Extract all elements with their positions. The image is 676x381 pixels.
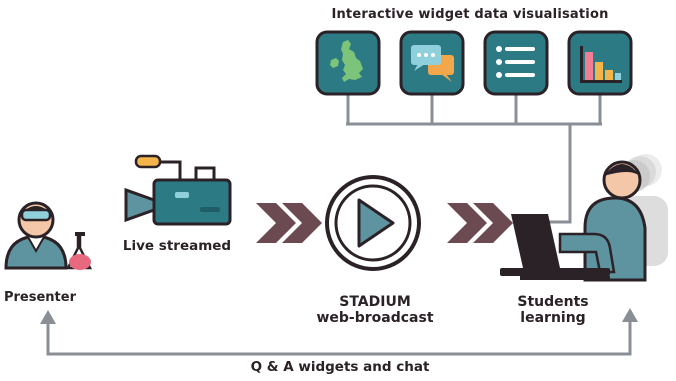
flow-chevrons-right bbox=[447, 203, 513, 243]
flow-chevrons-left bbox=[256, 203, 322, 243]
map-widget-icon bbox=[315, 30, 381, 96]
presenter-icon bbox=[4, 201, 93, 270]
widgets-title: Interactive widget data visualisation bbox=[331, 7, 609, 22]
feedback-label: Q & A widgets and chat bbox=[250, 359, 430, 375]
list-widget-icon bbox=[483, 30, 549, 96]
qa-feedback-arrow bbox=[40, 308, 638, 356]
students-label: Students learning bbox=[498, 294, 608, 326]
broadcast-label: STADIUM web-broadcast bbox=[300, 294, 450, 326]
broadcast-label-line2: web-broadcast bbox=[316, 310, 434, 327]
student-learning-icon bbox=[500, 154, 668, 282]
presenter-label: Presenter bbox=[3, 290, 76, 305]
play-button-icon bbox=[325, 175, 421, 271]
students-label-line1: Students bbox=[517, 294, 589, 310]
bar-chart-widget-icon bbox=[567, 30, 633, 96]
video-camera-icon bbox=[124, 154, 232, 226]
broadcast-label-line1: STADIUM bbox=[339, 294, 411, 310]
chat-widget-icon bbox=[399, 30, 465, 96]
widget-connector-lines bbox=[346, 95, 602, 226]
students-label-line2: learning bbox=[520, 310, 586, 327]
camera-label: Live streamed bbox=[122, 238, 232, 254]
